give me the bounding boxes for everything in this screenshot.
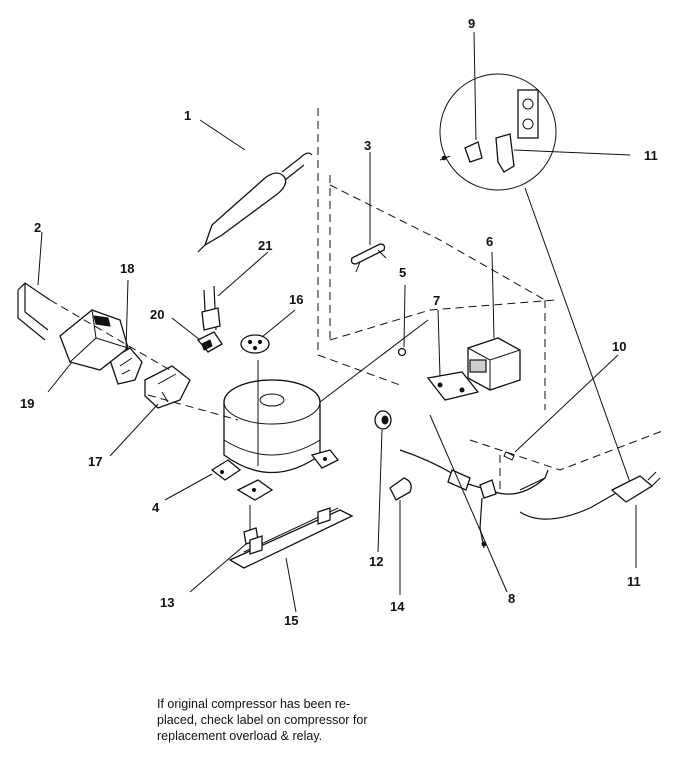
part-21-terminal-leads (201, 285, 221, 331)
part-5-screw (397, 347, 407, 357)
part-20-terminal-block (196, 331, 223, 353)
cabinet-outline (317, 108, 666, 490)
note-line-3: replacement overload & relay. (157, 729, 323, 743)
inset-detail (439, 73, 557, 191)
part-10-screw (503, 451, 515, 461)
callout-10: 10 (612, 339, 626, 354)
callout-5: 5 (399, 265, 406, 280)
part-15-base-plate (228, 507, 354, 569)
part-14-clamp (389, 477, 412, 501)
part-12-grommet (374, 410, 392, 430)
callout-11-inset: 11 (644, 148, 658, 163)
callout-2: 2 (34, 220, 41, 235)
callout-15: 15 (284, 613, 298, 628)
part-2-clip (17, 282, 51, 341)
callout-4: 4 (152, 500, 160, 515)
callout-9: 9 (468, 16, 475, 31)
part-8-harness (399, 449, 549, 549)
callout-labels: 1 2 3 4 5 6 7 8 9 10 11 11 12 13 14 15 1… (20, 16, 658, 628)
callout-6: 6 (486, 234, 493, 249)
callout-14: 14 (390, 599, 405, 614)
part-11-power-cord (519, 471, 661, 520)
callout-3: 3 (364, 138, 371, 153)
replacement-note: If original compressor has been re- plac… (157, 696, 477, 744)
callout-7: 7 (433, 293, 440, 308)
inset-connector-line (524, 187, 633, 489)
callout-17: 17 (88, 454, 102, 469)
callout-21: 21 (258, 238, 272, 253)
callout-1: 1 (184, 108, 191, 123)
part-18-relay (109, 347, 143, 385)
callout-8: 8 (508, 591, 515, 606)
part-4-compressor (210, 379, 340, 501)
callout-11-cord: 11 (627, 574, 641, 589)
note-line-1: If original compressor has been re- (157, 697, 351, 711)
callout-20: 20 (150, 307, 164, 322)
leader-lines (37, 31, 637, 613)
part-17-relay-cover (144, 365, 191, 409)
part-16-gasket (240, 334, 270, 354)
callout-19: 19 (20, 396, 34, 411)
part-7-plate (426, 371, 480, 401)
part-6-control (467, 337, 521, 391)
part-1-drier (197, 152, 313, 253)
callout-18: 18 (120, 261, 134, 276)
callout-13: 13 (160, 595, 174, 610)
part-19-overload-cover (59, 309, 129, 371)
note-line-2: placed, check label on compressor for (157, 713, 368, 727)
part-3-bracket (350, 243, 387, 273)
callout-16: 16 (289, 292, 303, 307)
callout-12: 12 (369, 554, 383, 569)
